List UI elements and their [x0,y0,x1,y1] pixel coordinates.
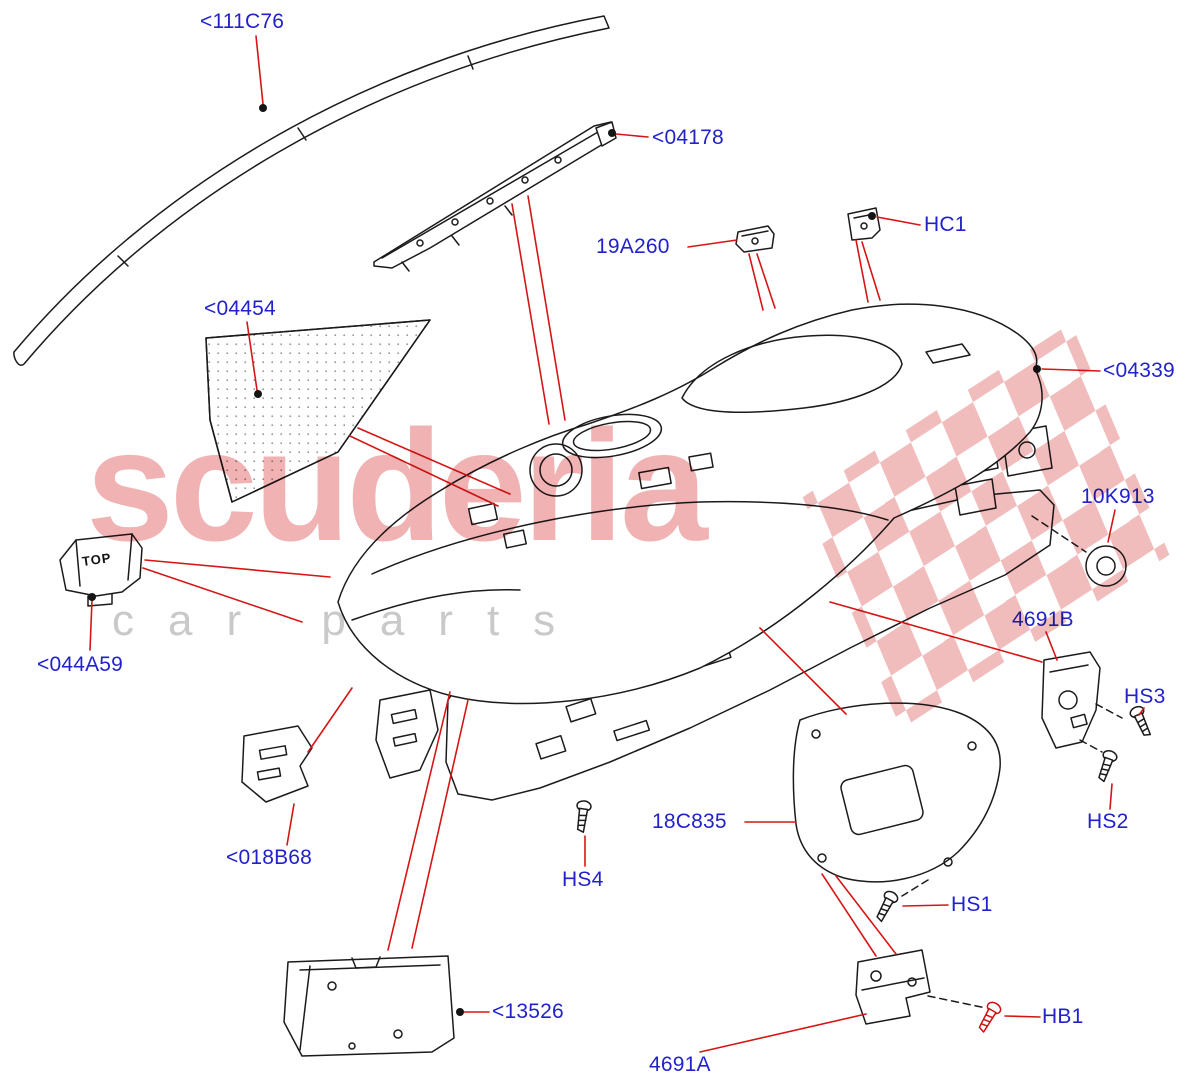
part-module-044a59 [59,533,143,607]
part-label-19a260: 19A260 [596,235,670,258]
part-windscreen-trim-strip [13,15,610,366]
part-label-04454: <04454 [204,297,276,320]
part-label-hc1: HC1 [924,213,967,236]
part-lower-trim-panel [792,702,1001,883]
part-label-hs2: HS2 [1087,810,1129,833]
part-bracket-4691b [1041,651,1101,749]
part-label-111c76: <111C76 [200,10,285,33]
part-label-4691b: 4691B [1012,608,1074,631]
part-upper-dash-shell [337,303,1043,705]
screw-hs1-icon [871,888,901,924]
part-grommet-10k913 [1085,545,1127,587]
part-label-04178: <04178 [652,126,724,149]
part-label-hs3: HS3 [1124,685,1166,708]
part-bracket-4691a [855,949,931,1025]
part-label-044a59: <044A59 [37,653,124,676]
part-label-hs1: HS1 [951,893,993,916]
part-label-hs4: HS4 [562,868,604,891]
part-clip-19a260 [735,225,775,253]
part-label-13526: <13526 [492,1000,564,1023]
part-insulator-pad [205,319,431,503]
part-bracket-018b68 [241,725,313,803]
screw-hs3-icon [1127,703,1155,740]
leader-lines [89,35,1145,1053]
part-label-04339: <04339 [1103,359,1175,382]
screw-hb1-icon [974,999,1004,1035]
part-floor-insulation [283,955,455,1057]
part-label-hb1: HB1 [1042,1005,1084,1028]
part-label-18c835: 18C835 [652,810,727,833]
part-clip-hc1 [847,207,881,241]
part-label-10k913: 10K913 [1081,485,1155,508]
part-defroster-panel [373,121,617,272]
screw-hs2-icon [1093,748,1120,784]
part-label-018b68: <018B68 [226,846,313,869]
part-label-4691a: 4691A [649,1053,711,1076]
screw-hs4-icon [572,799,593,834]
